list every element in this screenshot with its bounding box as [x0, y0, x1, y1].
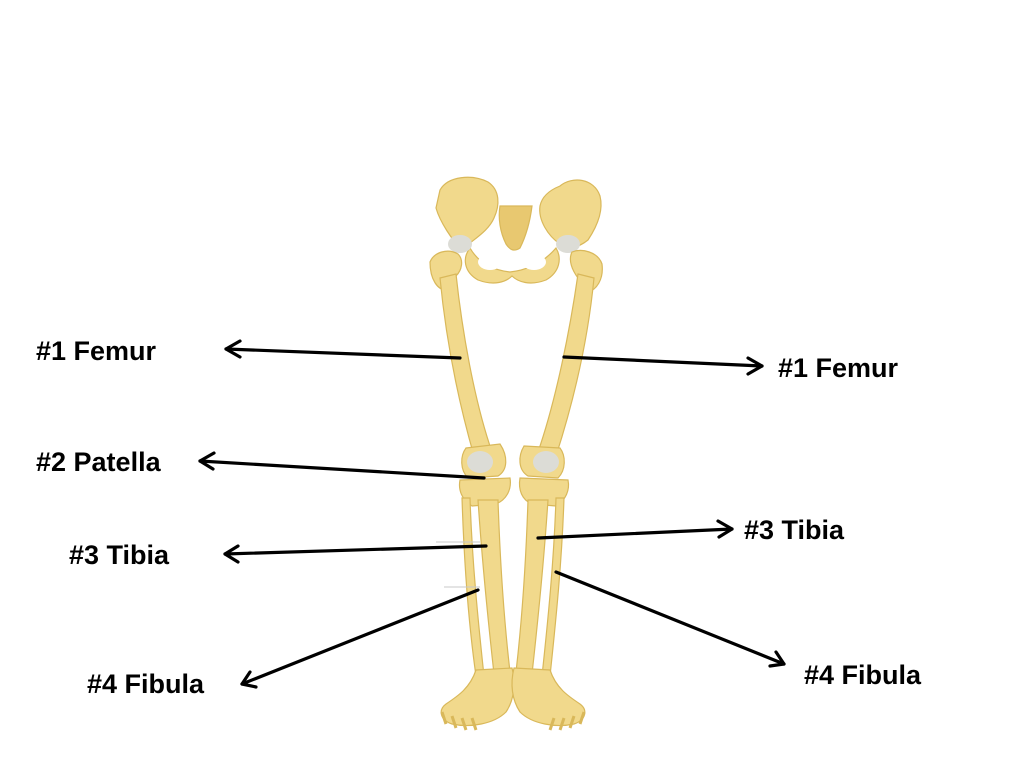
label-tibia-left: #3 Tibia: [69, 540, 170, 570]
right-femur: [519, 249, 603, 479]
left-femur: [429, 250, 507, 479]
label-femur-left: #1 Femur: [36, 336, 157, 366]
right-tibia-fibula: [511, 477, 586, 731]
pelvis: [435, 176, 602, 284]
label-femur-right: #1 Femur: [778, 353, 899, 383]
arrow-femur-left: [224, 339, 462, 360]
arrow-fibula-left: [240, 588, 480, 689]
left-tibia-fibula: [440, 477, 515, 731]
label-tibia-right: #3 Tibia: [744, 515, 845, 545]
left-patella: [467, 451, 493, 473]
arrow-tibia-right: [536, 519, 734, 540]
arrow-fibula-right: [554, 570, 786, 668]
label-fibula-right: #4 Fibula: [804, 660, 922, 690]
right-patella: [533, 451, 559, 473]
label-patella-left: #2 Patella: [36, 447, 161, 477]
arrow-patella-left: [198, 451, 486, 480]
label-fibula-left: #4 Fibula: [87, 669, 205, 699]
arrow-femur-right: [562, 355, 764, 376]
arrow-tibia-left: [223, 544, 488, 564]
